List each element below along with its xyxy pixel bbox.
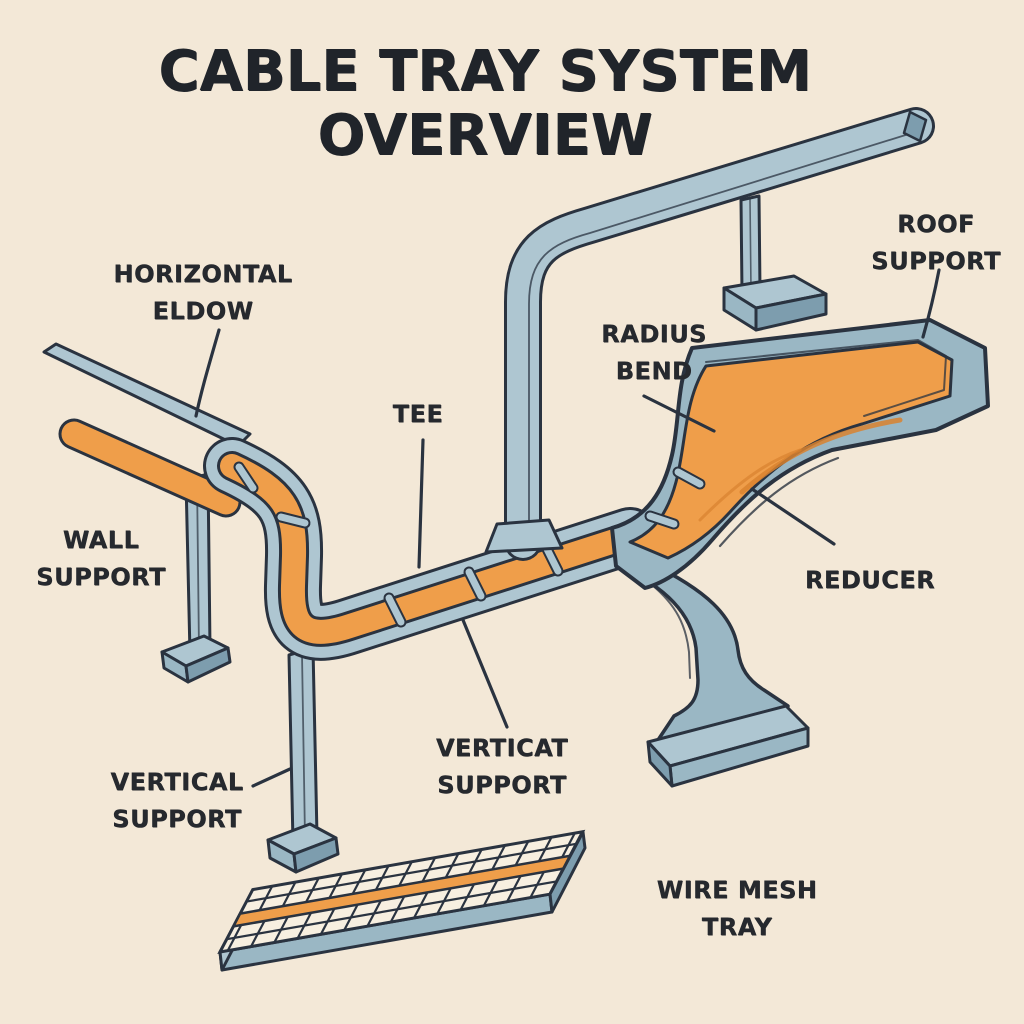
label-radius-bend: RADIUS BEND: [601, 320, 707, 385]
radius-bend-and-roof-tray-shape: [610, 318, 990, 590]
tee-base-flare: [484, 518, 564, 554]
page-title-line2: OVERVIEW: [317, 103, 653, 168]
horizontal-elbow-feeder-shape: [42, 342, 252, 518]
leader-vertical-support-left: [251, 767, 292, 788]
label-wire-mesh-tray: WIRE MESH TRAY: [656, 876, 818, 941]
label-vertical-support-mid: VERTICAT SUPPORT: [435, 734, 569, 799]
mesh-grid-panel-a: [220, 869, 563, 952]
reducer-shape: [592, 552, 810, 788]
page-title-line1: CABLE TRAY SYSTEM: [158, 39, 812, 104]
leader-roof-support: [921, 268, 941, 339]
label-vertical-support-left: VERTICAL SUPPORT: [110, 768, 244, 833]
vertical-support-shape: [266, 646, 340, 874]
tray-rungs: [233, 461, 564, 628]
roof-support-bracket-shape: [722, 274, 828, 332]
leader-tee: [417, 438, 425, 569]
wire-mesh-tray-shape: [220, 832, 587, 972]
label-horizontal-elbow: HORIZONTAL ELDOW: [113, 260, 293, 325]
label-reducer: REDUCER: [804, 566, 936, 594]
main-tray-run-shape: [203, 437, 659, 661]
wall-support-shape: [160, 472, 232, 684]
leader-lines: [194, 268, 941, 788]
page-title: CABLE TRAY SYSTEM OVERVIEW: [158, 40, 811, 168]
tee-riser-and-beam-shape: [484, 107, 935, 561]
label-roof-support: ROOF SUPPORT: [871, 210, 1001, 275]
label-tee: TEE: [392, 400, 444, 428]
leader-radius-bend: [642, 394, 716, 433]
label-wall-support: WALL SUPPORT: [36, 526, 166, 591]
mesh-grid-panel-b: [240, 832, 582, 914]
mesh-cable-strip: [233, 856, 570, 927]
leader-vertical-support-mid: [461, 618, 509, 729]
leader-horizontal-elbow: [194, 328, 221, 418]
roof-hanger-shape: [739, 194, 762, 294]
leader-reducer: [750, 487, 836, 546]
